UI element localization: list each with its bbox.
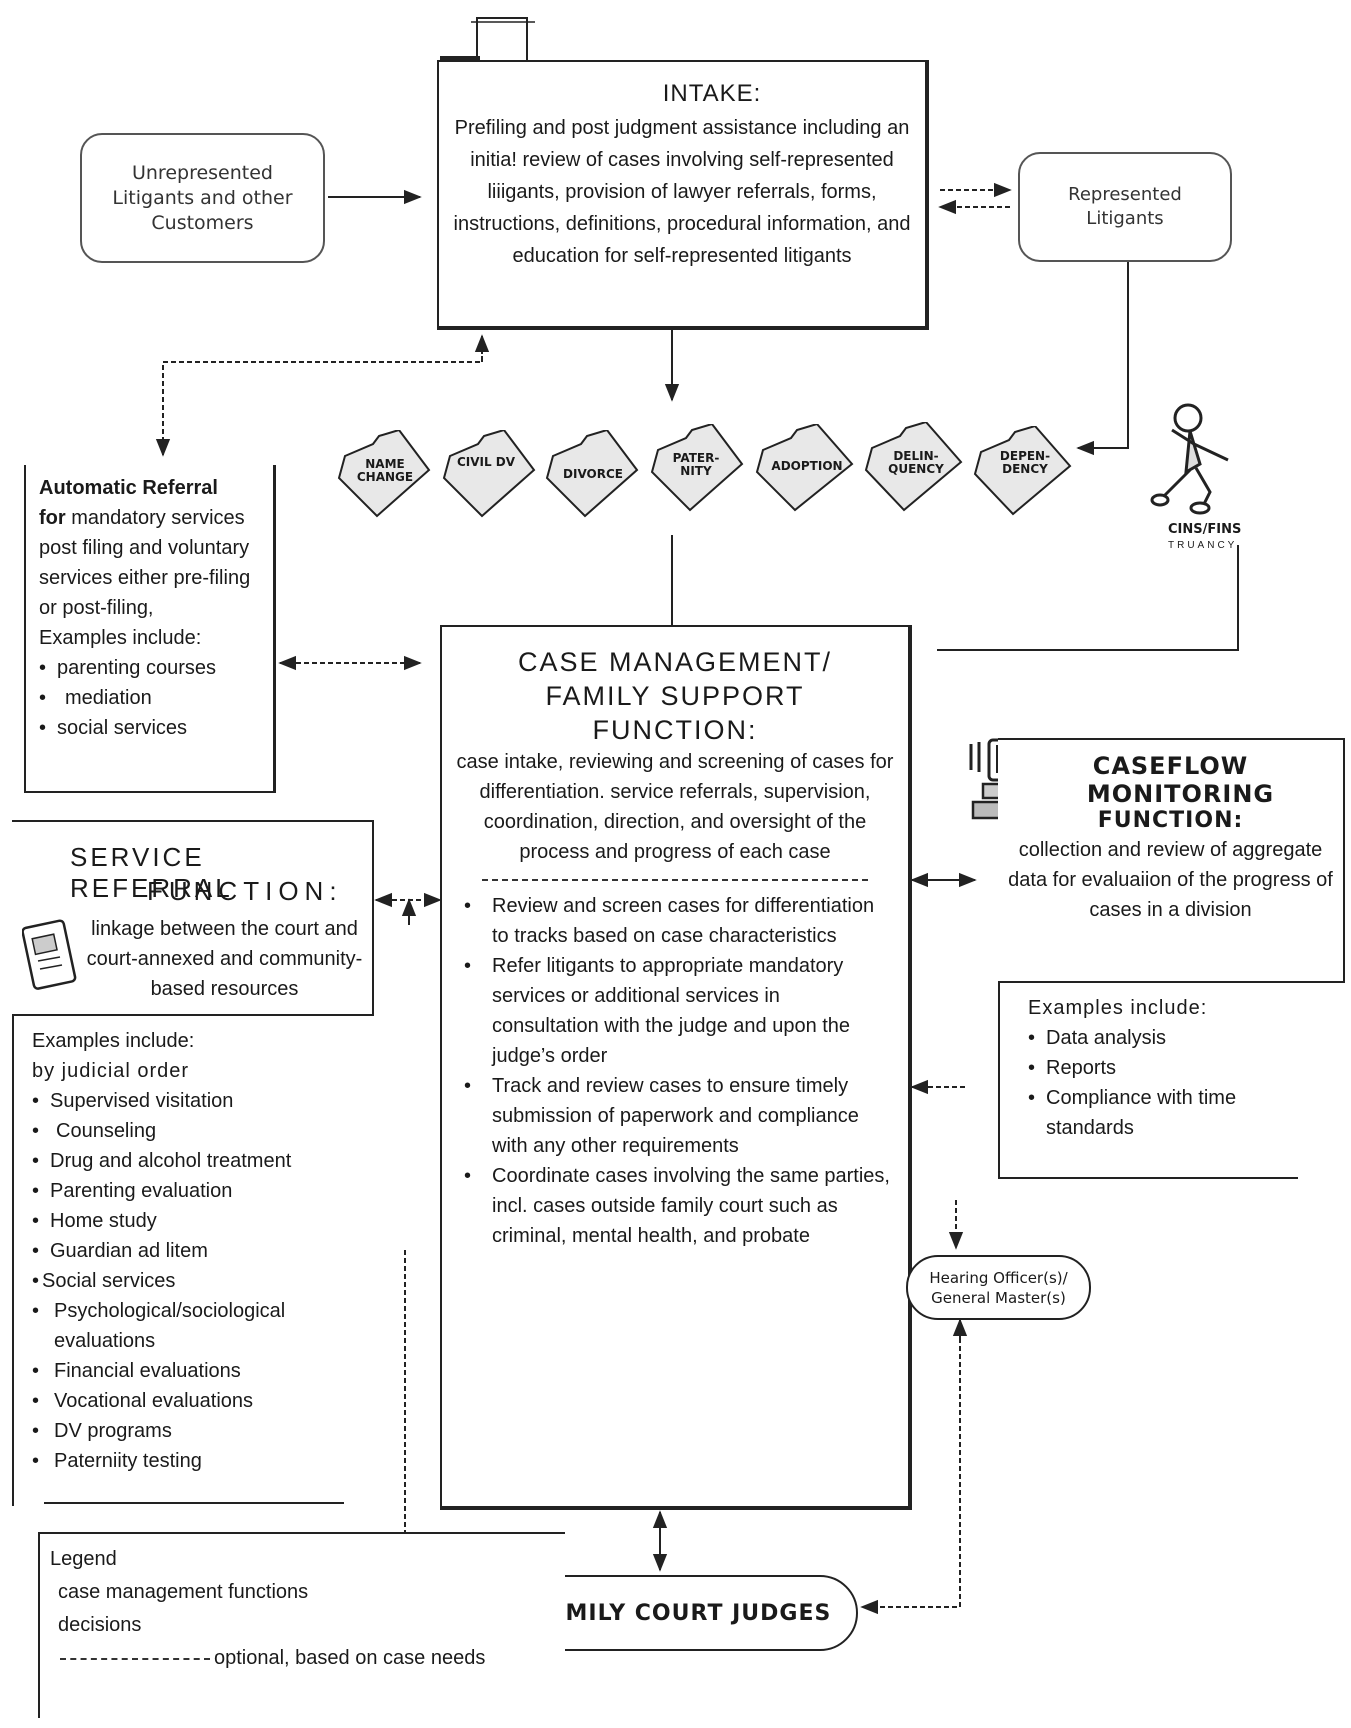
case-management-description: case intake, reviewing and screening of … [456,751,894,863]
caseflow-list: Data analysis Reports Compliance with ti… [1028,1023,1298,1143]
hearing-officer-label: Hearing Officer(s)/ General Master(s) [929,1268,1068,1307]
automatic-referral-text: for mandatory services post filing and v… [39,503,273,623]
case-management-divider [482,879,868,881]
service-referral-examples: Examples include: by judicial order Supe… [12,1016,344,1506]
intake-text: Prefiling and post judgment assistance i… [453,117,911,267]
service-referral-title-2: FUNCTION: [147,876,343,906]
caseflow-monitoring-box: CASEFLOW MONITORING FUNCTION: collection… [998,738,1345,983]
automatic-referral-title: Automatic Referral [39,477,218,499]
folder-label-6: DEPEN- DENCY [999,449,1051,476]
hearing-officer-box: Hearing Officer(s)/ General Master(s) [906,1255,1091,1320]
folder-label-0: NAME CHANGE [356,457,414,484]
folder-civil-dv: CIVIL DV [442,430,542,520]
folder-name-change: NAME CHANGE [337,430,437,520]
caseflow-text: collection and review of aggregate data … [1008,839,1333,921]
legend-row-optional: optional, based on case needs [214,1647,486,1669]
legend-row-functions: case management functions [58,1581,309,1603]
service-examples-underline [44,1502,344,1504]
list-item: social services [39,713,273,743]
case-management-title-2: FAMILY SUPPORT [545,681,805,711]
list-item: Coordinate cases involving the same part… [464,1161,890,1251]
intake-flag [440,56,480,61]
list-item: Review and screen cases for differentiat… [464,891,890,951]
cins-fins-label: CINS/FINS [1168,522,1242,537]
caseflow-examples: Examples include: Data analysis Reports … [998,983,1298,1179]
list-item: Counseling [32,1116,332,1146]
case-management-box: CASE MANAGEMENT/ FAMILY SUPPORT FUNCTION… [440,625,912,1510]
case-type-folders: NAME CHANGE CIVIL DV DIVORCE PATER- NITY… [337,412,1077,532]
list-item: Track and review cases to ensure timely … [464,1071,890,1161]
represented-label: Represented Litigants [1068,184,1182,229]
service-referral-list: Supervised visitation Counseling Drug an… [32,1086,332,1476]
book-icon [21,917,82,992]
list-item: Psychological/sociological evaluations [32,1296,332,1356]
list-item: Compliance with time standards [1028,1083,1298,1143]
caseflow-title-2: MONITORING [1086,780,1275,808]
line-cins-case-mgmt [937,545,1239,651]
folder-paternity: PATER- NITY [650,424,750,514]
automatic-referral-list: parenting courses mediation social servi… [39,653,273,743]
list-item: Data analysis [1028,1023,1298,1053]
automatic-referral-for: for [39,507,66,529]
represented-litigants-box: Represented Litigants [1018,152,1232,262]
truancy-label: TRUANCY [1168,540,1238,551]
folder-label-2: DIVORCE [563,467,623,481]
list-item: Guardian ad litem [32,1236,332,1266]
folder-adoption: ADOPTION [755,424,860,514]
list-item: mediation [39,683,273,713]
folder-label-3: PATER- NITY [672,451,720,478]
arrow-represented-folders [1076,262,1129,456]
case-management-title-1: CASE MANAGEMENT/ [517,647,833,677]
list-item: Home study [32,1206,332,1236]
list-item: Social services [32,1266,332,1296]
case-management-title-3: FUNCTION: [592,715,758,745]
list-item: Parenting evaluation [32,1176,332,1206]
case-management-list: Review and screen cases for differentiat… [464,891,890,1251]
caseflow-title-1: CASEFLOW [1092,752,1249,780]
service-examples-heading: Examples include: [32,1026,332,1056]
list-item: Drug and alcohol treatment [32,1146,332,1176]
intake-title: INTAKE: [662,80,762,107]
folder-delinquency: DELIN- QUENCY [864,422,969,514]
legend-title: Legend [50,1548,117,1570]
list-item: Paterniity testing [32,1446,332,1476]
caseflow-title-3: FUNCTION: [1097,808,1244,833]
folder-label-5: DELIN- QUENCY [888,449,944,476]
unrepresented-litigants-box: Unrepresented Litigants and other Custom… [80,133,325,263]
list-item: Supervised visitation [32,1086,332,1116]
service-by-order: by judicial order [32,1060,190,1082]
judges-label: FAMILY COURT JUDGES [534,1601,832,1626]
service-referral-title-1: SERVICE REFERRAL [70,842,233,903]
service-referral-text: linkage between the court and court-anne… [86,918,363,1000]
automatic-referral-body: mandatory services post filing and volun… [39,507,251,619]
folder-divorce: DIVORCE [545,430,645,520]
caseflow-examples-label: Examples include: [1028,997,1208,1019]
folder-label-1: CIVIL DV [456,455,516,469]
list-item: parenting courses [39,653,273,683]
legend-dashed-sample [60,1658,210,1660]
arrow-hearing-judges [860,1330,961,1615]
running-child-icon [1150,400,1245,515]
unrepresented-label: Unrepresented Litigants and other Custom… [112,161,293,234]
list-item: Reports [1028,1053,1298,1083]
folder-label-4: ADOPTION [771,459,843,473]
automatic-referral-examples-label: Examples include: [39,627,202,649]
legend-box [38,1532,565,1718]
service-examples-label: Examples include: [32,1030,195,1052]
legend-row-decisions: decisions [58,1614,142,1636]
list-item: DV programs [32,1416,332,1446]
list-item: Vocational evaluations [32,1386,332,1416]
list-item: Refer litigants to appropriate mandatory… [464,951,890,1071]
service-referral-box: SERVICE REFERRAL FUNCTION: linkage betwe… [12,820,374,1016]
automatic-referral-box: Automatic Referral for mandatory service… [24,465,276,793]
intake-box: INTAKE: Prefiling and post judgment assi… [437,60,929,330]
list-item: Financial evaluations [32,1356,332,1386]
folder-dependency: DEPEN- DENCY [973,426,1078,518]
